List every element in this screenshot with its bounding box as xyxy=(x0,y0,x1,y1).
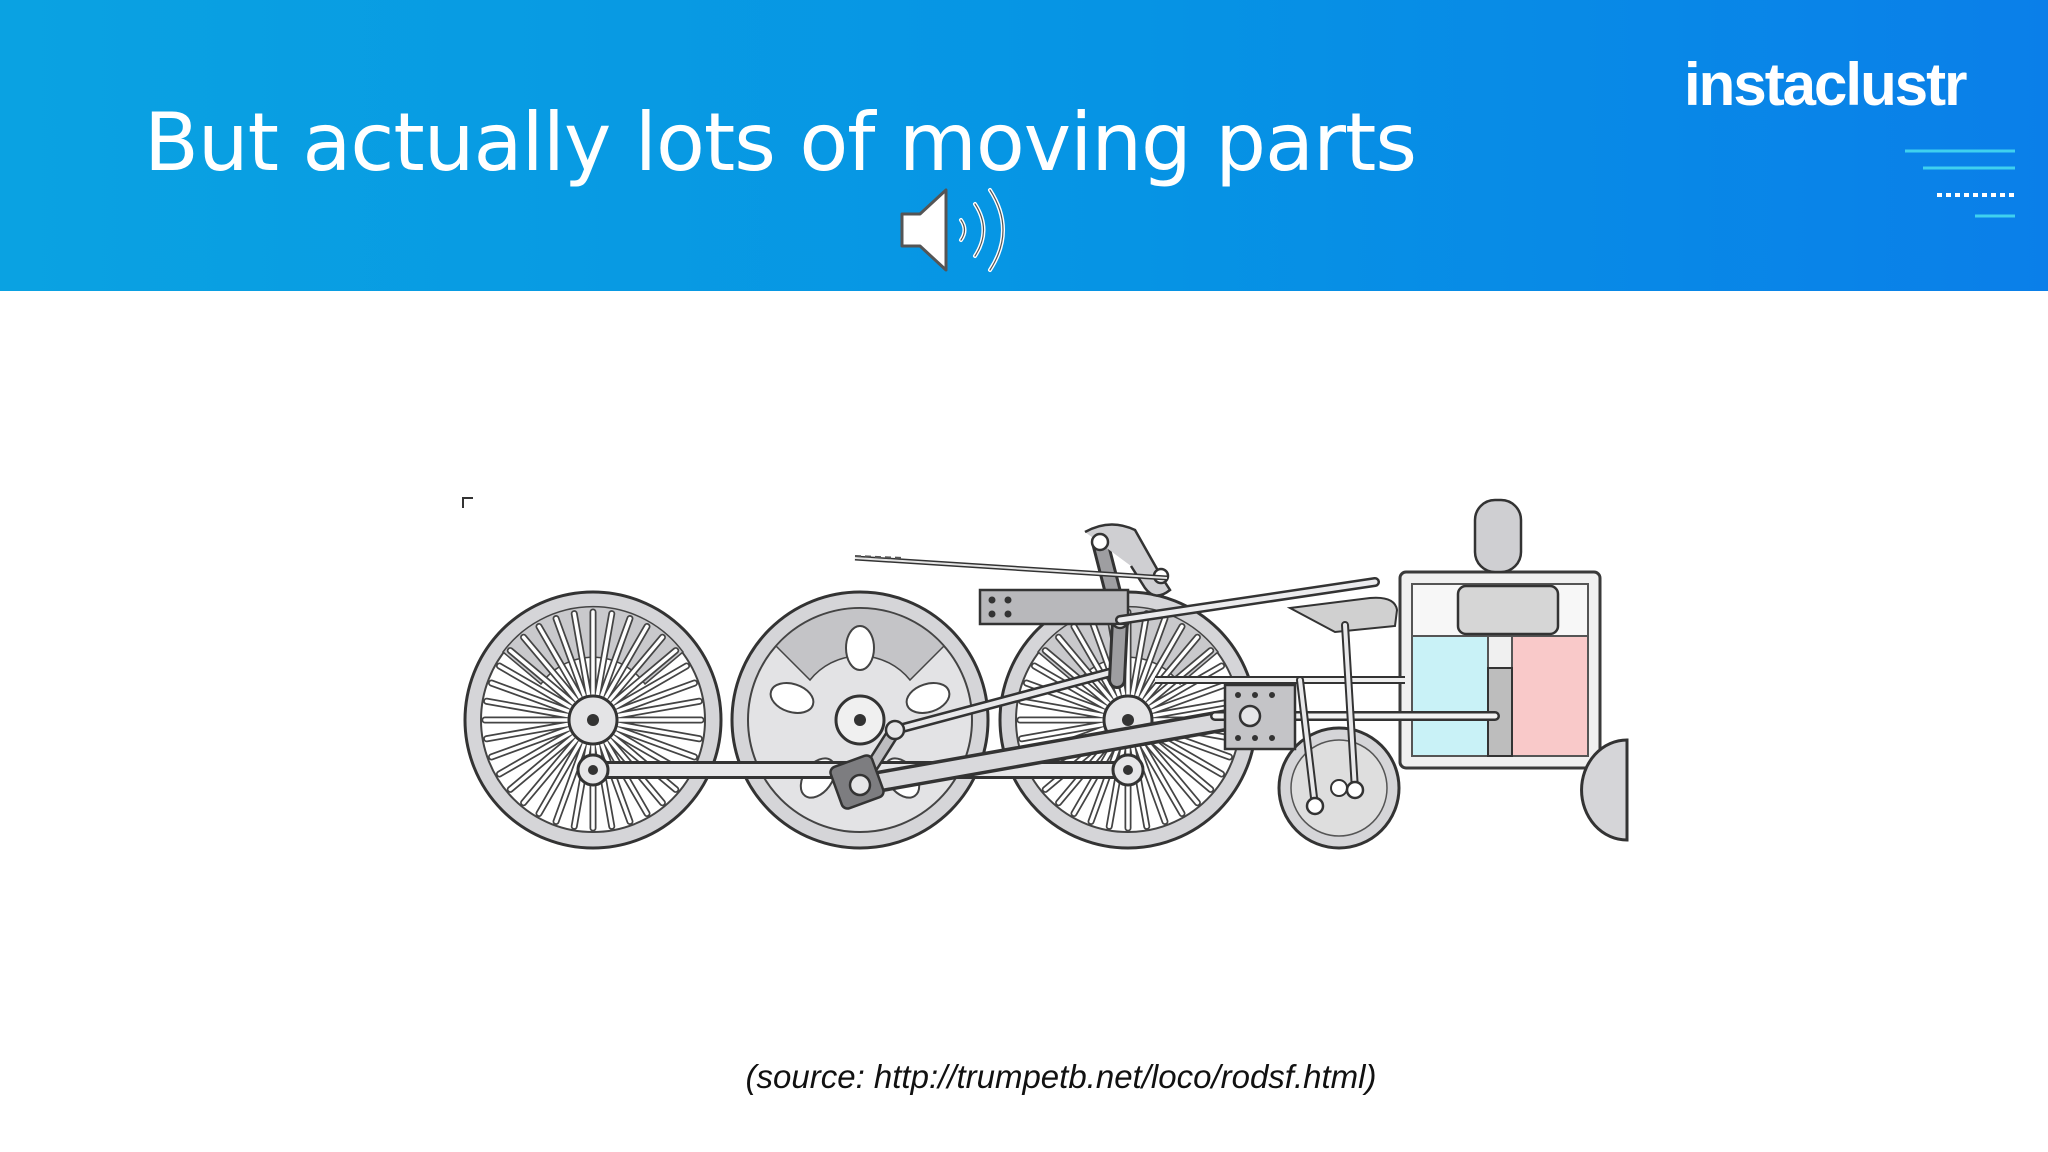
locomotive-valve-gear-diagram xyxy=(462,497,1629,850)
header-banner: But actually lots of moving parts instac… xyxy=(0,0,2048,291)
decorative-lines-icon xyxy=(1905,149,2015,218)
instaclustr-logo: instaclustr xyxy=(1684,51,1967,118)
slide-title: But actually lots of moving parts xyxy=(144,96,1417,189)
speaker-icon[interactable] xyxy=(896,184,1016,276)
source-citation: (source: http://trumpetb.net/loco/rodsf.… xyxy=(745,1058,1377,1095)
